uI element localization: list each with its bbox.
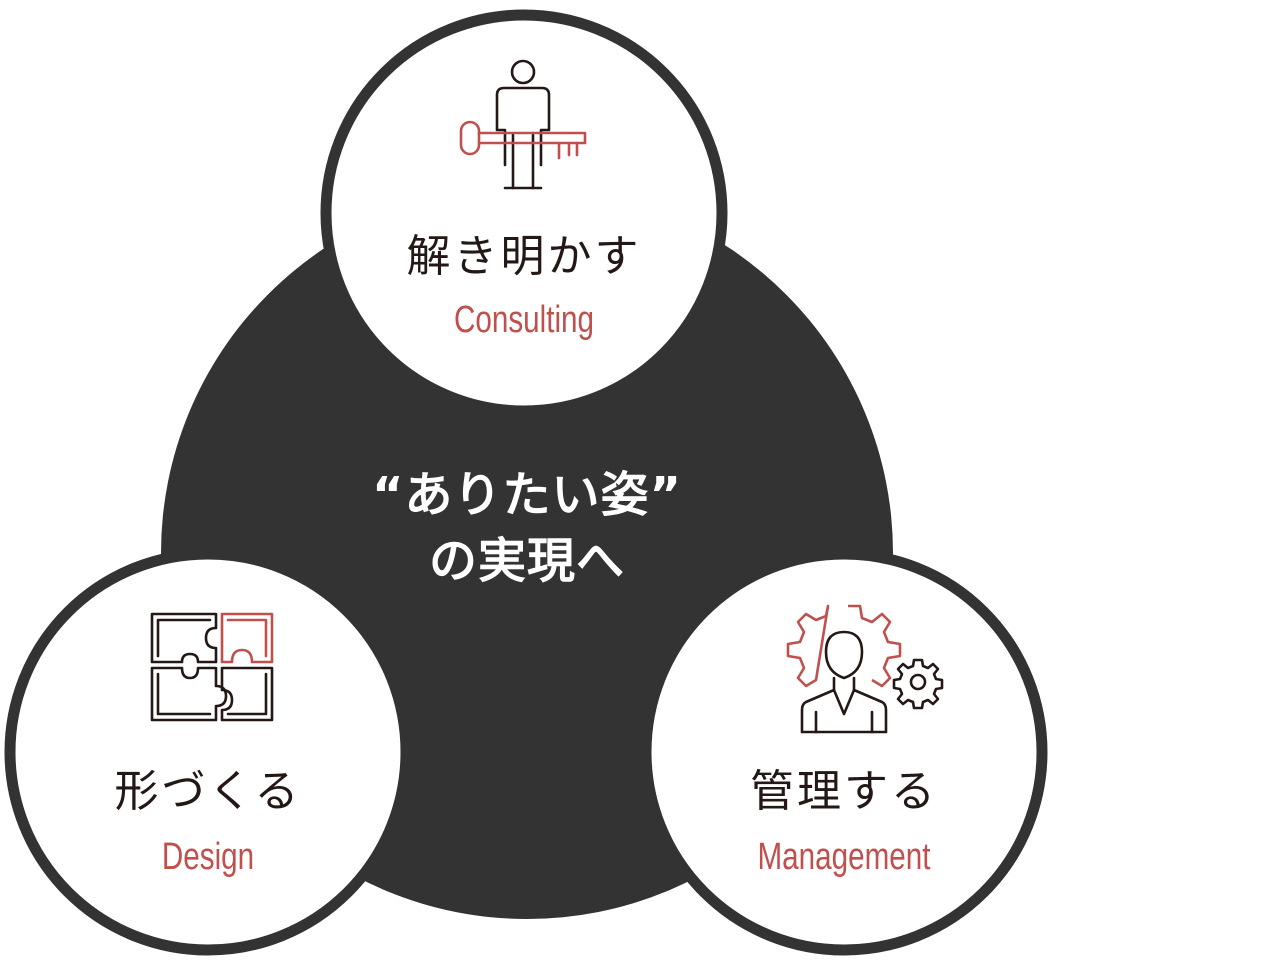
management-title: 管理する xyxy=(750,766,938,817)
design-title: 形づくる xyxy=(114,766,302,817)
center-line-1: “ありたい姿” xyxy=(371,467,683,523)
management-subtitle: Management xyxy=(757,836,931,878)
design-circle xyxy=(4,548,412,956)
center-line-2: の実現へ xyxy=(428,533,625,589)
management-circle xyxy=(640,548,1048,956)
person-key-icon xyxy=(459,59,587,190)
consulting-subtitle: Consulting xyxy=(453,299,595,341)
consulting-circle xyxy=(320,9,728,417)
center-message: “ありたい姿” の実現へ xyxy=(327,462,727,594)
person-gears-icon xyxy=(786,604,944,734)
design-subtitle: Design xyxy=(161,836,255,878)
consulting-title: 解き明かす xyxy=(406,231,642,282)
puzzle-icon xyxy=(150,612,274,722)
